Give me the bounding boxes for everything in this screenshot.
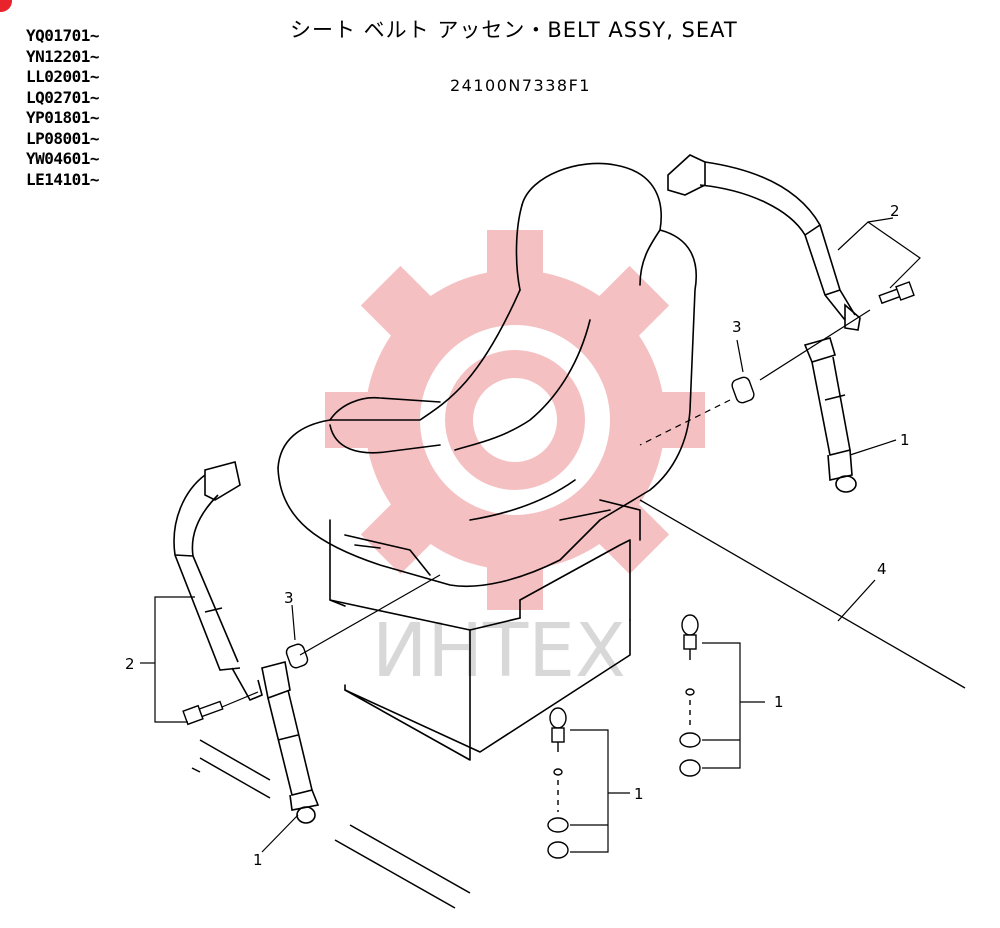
axis-line-left bbox=[299, 574, 441, 656]
serial-number: YN12201~ bbox=[26, 46, 100, 66]
serial-number: LE14101~ bbox=[26, 169, 100, 189]
bolt-left bbox=[182, 700, 224, 726]
callout-bracket-2-left bbox=[140, 596, 195, 723]
serial-number: LP08001~ bbox=[26, 128, 100, 148]
callout-anchor-bolt-right: 1 bbox=[774, 693, 784, 711]
lap-belt-left bbox=[261, 661, 320, 824]
serial-number: YQ01701~ bbox=[26, 26, 100, 45]
axis-line-right bbox=[639, 309, 871, 446]
part-number: 24100N7338F1 bbox=[450, 76, 591, 95]
callout-shoulder-belt-left: 2 bbox=[125, 655, 135, 673]
diagram-title: シート ベルト アッセン・BELT ASSY, SEAT bbox=[290, 18, 738, 42]
callout-bracket-2-right bbox=[837, 217, 921, 289]
callout-anchor-bolt-center: 1 bbox=[634, 785, 644, 803]
watermark-gear-icon bbox=[325, 230, 705, 610]
callout-spacer-right: 3 bbox=[732, 318, 742, 336]
serial-number: YP01801~ bbox=[26, 108, 100, 127]
callout-shoulder-belt-right: 2 bbox=[890, 202, 900, 220]
reference-line bbox=[639, 499, 966, 689]
floor-lines bbox=[191, 739, 471, 909]
anchor-bolt-center bbox=[547, 707, 569, 859]
leader-lines bbox=[261, 339, 897, 853]
anchor-bolt-right bbox=[679, 614, 701, 777]
serial-number: YW04601~ bbox=[26, 149, 100, 168]
serial-number: LQ02701~ bbox=[26, 87, 100, 107]
spacer-right bbox=[731, 376, 755, 404]
watermark-text: ИНТЕХ bbox=[372, 608, 626, 694]
anchor-bolt-center-bracket bbox=[570, 729, 630, 853]
serial-number: LL02001~ bbox=[26, 67, 100, 86]
callout-belt-right: 1 bbox=[900, 431, 910, 449]
bolt-right bbox=[878, 281, 915, 305]
lap-belt-right bbox=[803, 337, 857, 493]
anchor-bolt-right-bracket bbox=[702, 642, 765, 769]
seat bbox=[277, 162, 697, 761]
shoulder-belt-right bbox=[667, 154, 861, 331]
spacer-left bbox=[285, 643, 309, 669]
callout-seat: 4 bbox=[877, 560, 887, 578]
callout-spacer-left: 3 bbox=[284, 589, 294, 607]
callout-belt-left: 1 bbox=[253, 851, 263, 869]
shoulder-belt-left bbox=[173, 461, 263, 702]
serial-number-list: YQ01701~ YN12201~ LL02001~ LQ02701~ YP01… bbox=[26, 26, 100, 190]
